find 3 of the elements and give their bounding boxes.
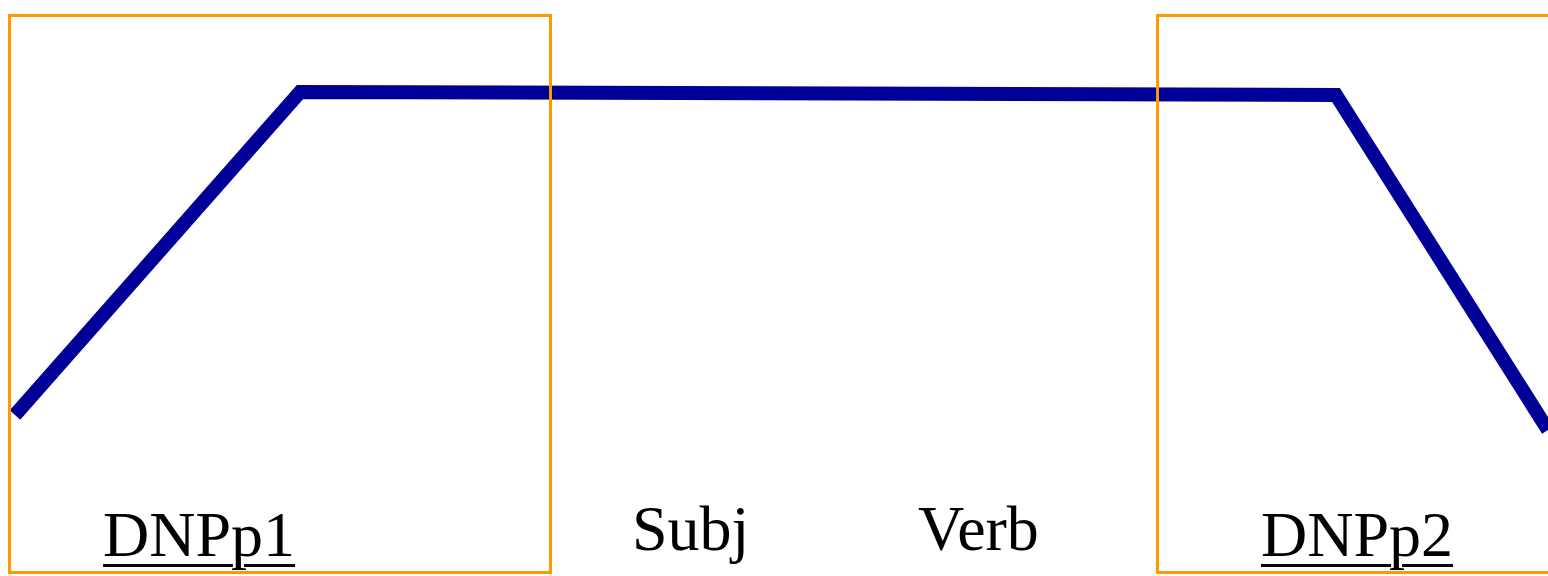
group-frame xyxy=(8,14,552,574)
word-label: Verb xyxy=(918,497,1039,561)
group-frame xyxy=(1156,14,1548,574)
